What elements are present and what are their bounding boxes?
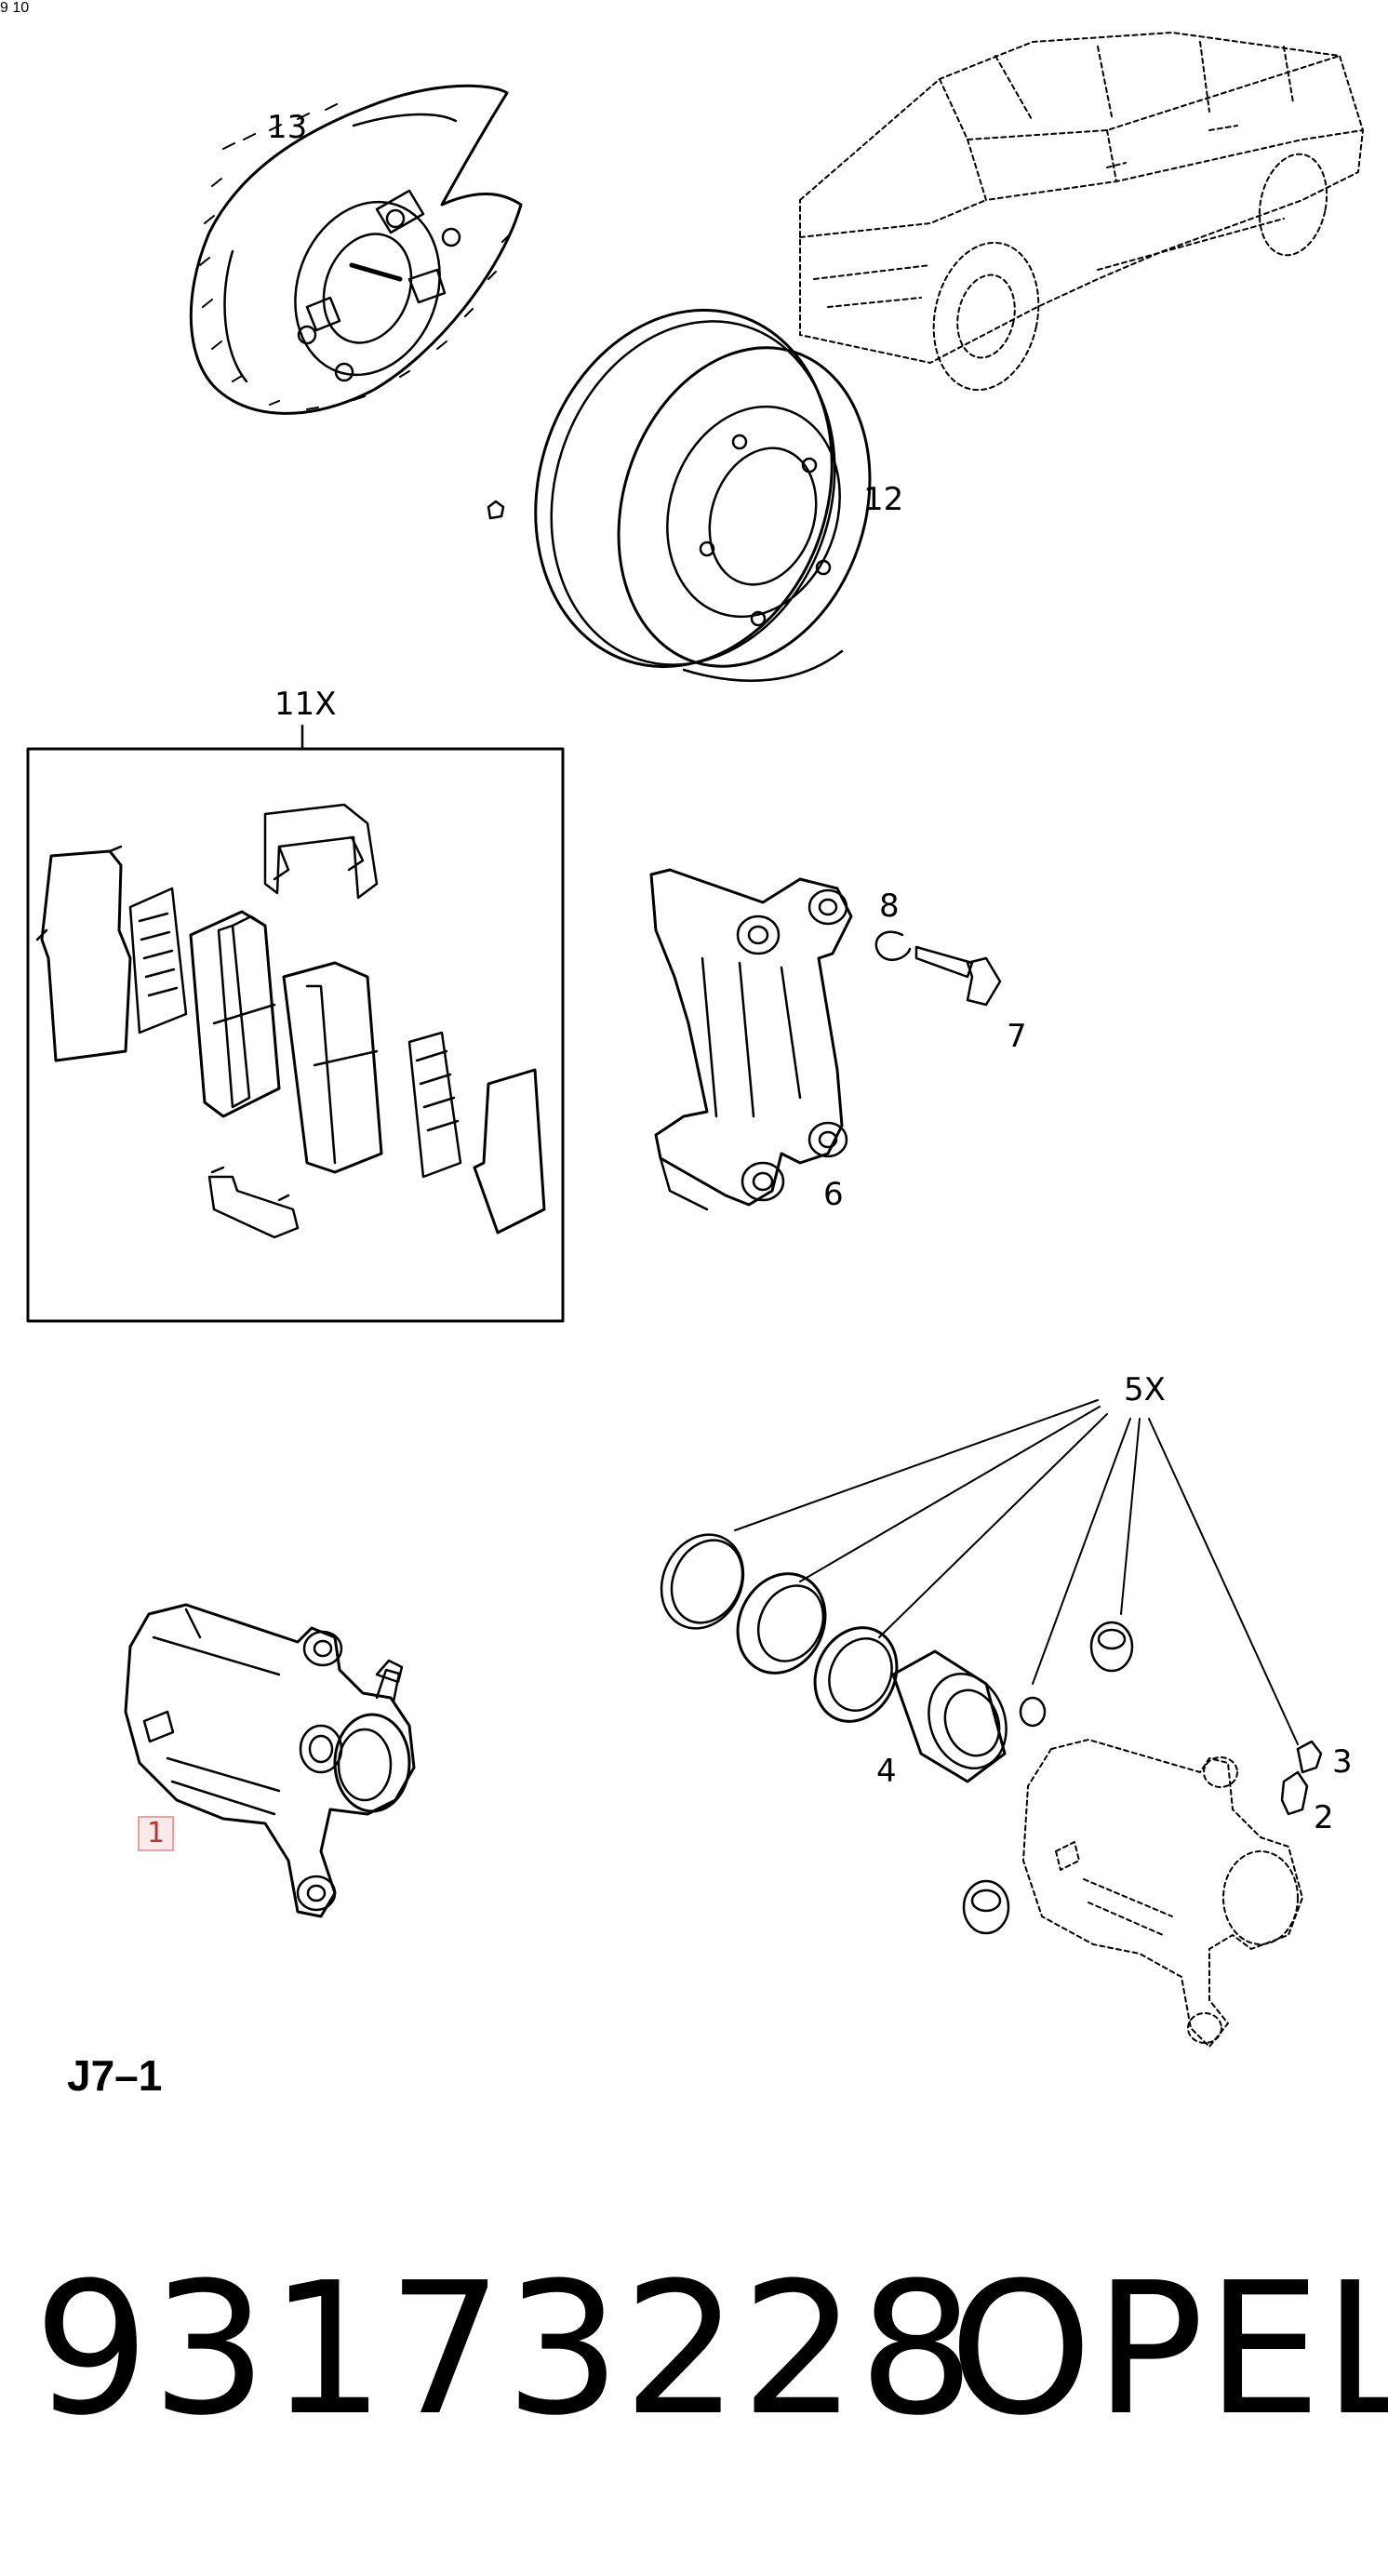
callout-9: 9 bbox=[0, 0, 8, 16]
ghost-caliper bbox=[1022, 1739, 1303, 2048]
callout-12: 12 bbox=[863, 481, 903, 518]
backing-plate-13 bbox=[189, 84, 523, 520]
callout-5x: 5X bbox=[1124, 1371, 1166, 1408]
retaining-clip-8 bbox=[874, 930, 912, 962]
sheet-code: J7–1 bbox=[67, 2051, 163, 2100]
bolt-7 bbox=[914, 945, 1002, 1007]
seal-kit-5x bbox=[660, 1533, 1134, 1935]
part-number: 93173228 bbox=[33, 2244, 977, 2456]
leader-lines-5x bbox=[734, 1399, 1299, 1745]
callout-6: 6 bbox=[823, 1176, 844, 1213]
piston-4 bbox=[891, 1649, 1008, 1783]
callout-8: 8 bbox=[879, 888, 900, 925]
callout-2: 2 bbox=[1314, 1799, 1334, 1836]
caliper-bracket-6 bbox=[649, 868, 853, 1211]
brake-disc-12 bbox=[534, 308, 872, 682]
vehicle-location-icon bbox=[799, 32, 1364, 392]
pad-kit-frame bbox=[26, 747, 565, 1323]
callout-10: 10 bbox=[12, 0, 30, 16]
callout-11x: 11X bbox=[274, 686, 337, 723]
brand-name: OPEL bbox=[949, 2244, 1388, 2456]
callout-7: 7 bbox=[1007, 1018, 1027, 1055]
brake-pad-kit-11x bbox=[35, 803, 546, 1239]
callout-13: 13 bbox=[267, 109, 307, 146]
callout-4: 4 bbox=[876, 1753, 897, 1790]
callout-3: 3 bbox=[1332, 1743, 1353, 1781]
callout-1-highlighted[interactable]: 1 bbox=[138, 1816, 175, 1851]
bleeder-screw-2 bbox=[1280, 1770, 1309, 1816]
brake-caliper-1 bbox=[124, 1603, 416, 1918]
bleeder-cap-3 bbox=[1296, 1740, 1323, 1774]
